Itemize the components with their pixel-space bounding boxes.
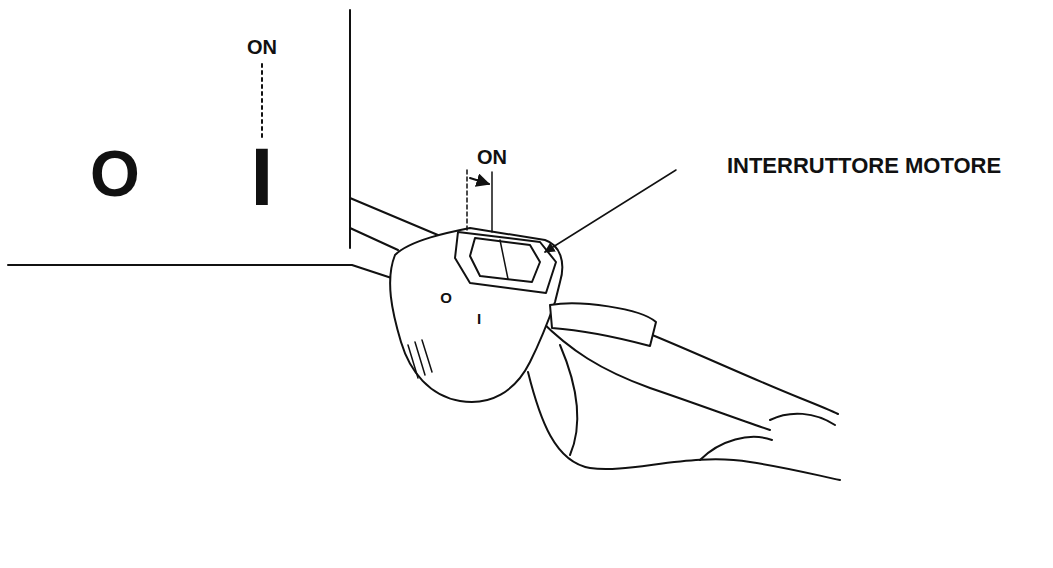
housing-ridges bbox=[408, 340, 432, 378]
on-label: ON bbox=[477, 147, 507, 167]
on-symbol: I bbox=[477, 311, 481, 326]
switch-bezel bbox=[455, 232, 556, 293]
rocker-switch bbox=[470, 238, 540, 282]
inset-leader bbox=[8, 265, 428, 290]
throttle-lever bbox=[550, 304, 656, 346]
off-position-line bbox=[466, 170, 468, 230]
callout-leader bbox=[545, 170, 676, 252]
handle-shaft bbox=[350, 228, 398, 250]
switch-housing bbox=[390, 228, 562, 402]
grip bbox=[540, 320, 770, 430]
on-label: ON bbox=[247, 37, 277, 57]
rocker-switch bbox=[500, 240, 508, 279]
inset-frame bbox=[349, 10, 351, 248]
dotted-line bbox=[261, 64, 263, 140]
direction-arrow bbox=[470, 178, 489, 184]
off-symbol: O bbox=[90, 142, 140, 206]
handle-shaft bbox=[350, 198, 445, 238]
glove-hand bbox=[528, 330, 840, 480]
part-name: INTERRUTTORE MOTORE bbox=[727, 155, 1001, 177]
on-position-line bbox=[491, 172, 493, 232]
off-symbol: O bbox=[440, 290, 452, 305]
grip bbox=[560, 345, 577, 455]
on-symbol: I bbox=[251, 136, 274, 218]
